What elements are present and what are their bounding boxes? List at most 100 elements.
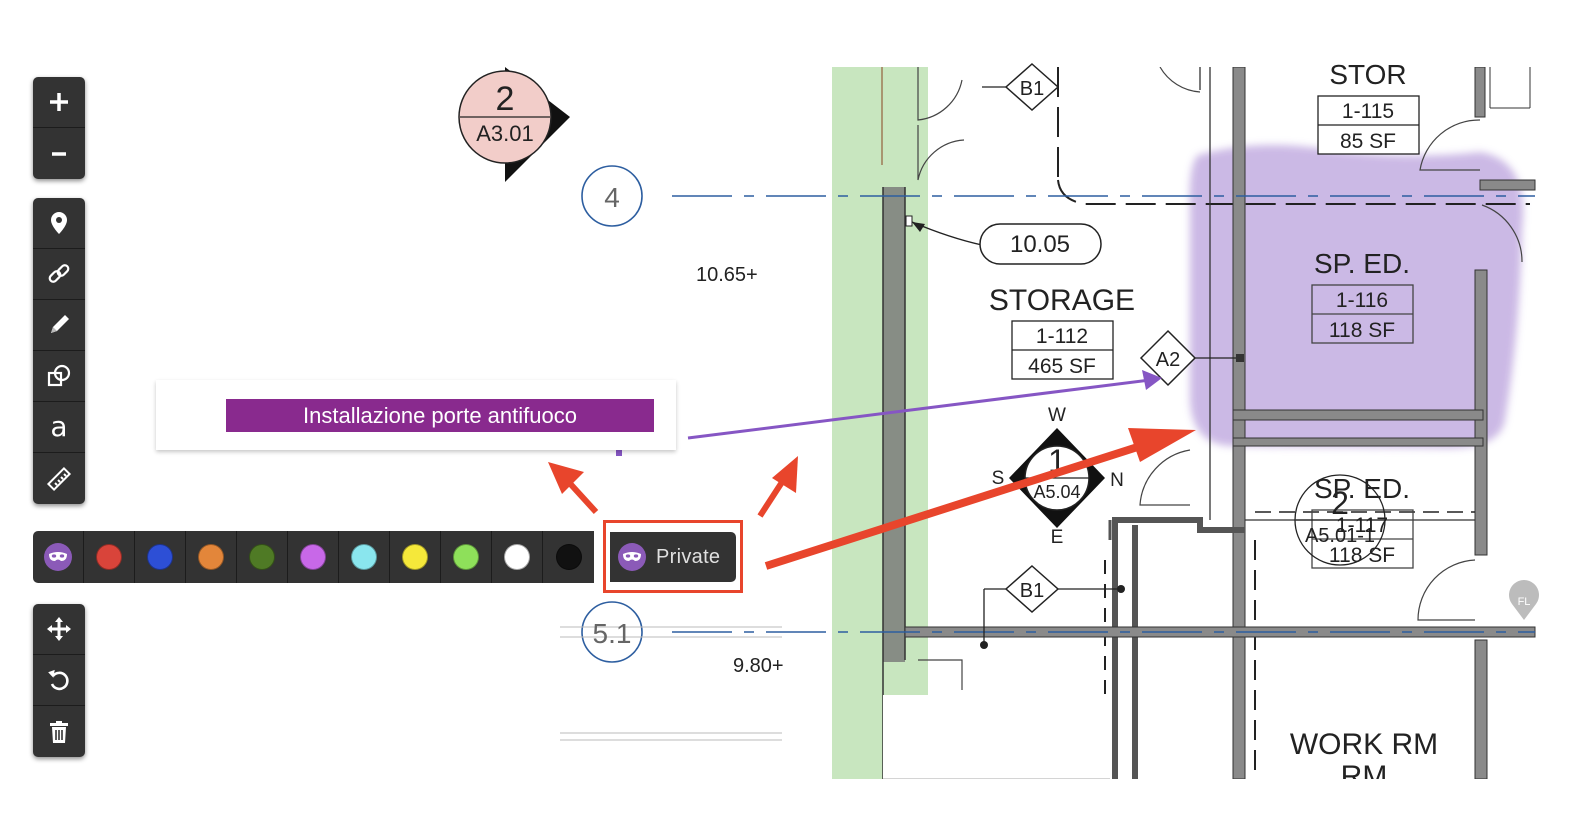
text-tool-button[interactable]: a: [33, 402, 85, 453]
pin-tool-button[interactable]: [33, 198, 85, 249]
action-toolbar: [33, 604, 85, 757]
svg-text:118 SF: 118 SF: [1329, 544, 1395, 567]
annotation-note[interactable]: Installazione porte antifuoco: [156, 380, 676, 450]
svg-text:WORK RM: WORK RM: [1290, 728, 1438, 761]
shapes-icon: [47, 364, 71, 387]
svg-text:RM: RM: [1341, 760, 1388, 793]
color-swatch-white[interactable]: [492, 531, 543, 583]
move-icon: [47, 617, 71, 641]
color-swatch-cyan[interactable]: [339, 531, 390, 583]
zoom-in-icon: [50, 93, 68, 111]
svg-text:85 SF: 85 SF: [1340, 130, 1396, 153]
private-label: Private: [656, 545, 721, 568]
svg-text:N: N: [1110, 470, 1124, 491]
color-swatch-black[interactable]: [543, 531, 594, 583]
swatch: [351, 544, 377, 570]
text-tool-icon: a: [50, 410, 68, 443]
move-tool-button[interactable]: [33, 604, 85, 655]
door-tag-b1-bottom: B1: [980, 564, 1125, 649]
link-tool-button[interactable]: [33, 249, 85, 300]
link-icon: [48, 264, 70, 283]
shapes-tool-button[interactable]: [33, 351, 85, 402]
svg-text:A5.01-1: A5.01-1: [1305, 525, 1375, 547]
mask-icon: [618, 543, 646, 571]
zoom-in-button[interactable]: [33, 77, 85, 128]
svg-text:2: 2: [496, 80, 515, 118]
fl-location-badge[interactable]: FL: [1509, 580, 1540, 620]
svg-text:1-116: 1-116: [1336, 289, 1388, 312]
svg-text:B1: B1: [1020, 580, 1044, 602]
swatch: [147, 544, 173, 570]
svg-text:E: E: [1051, 527, 1064, 548]
swatch: [453, 544, 479, 570]
note-pointer-line: [616, 370, 1162, 456]
svg-text:FL: FL: [1518, 596, 1531, 608]
red-arrow-long: [764, 428, 1196, 570]
svg-text:A5.04: A5.04: [1033, 482, 1080, 502]
undo-button[interactable]: [33, 655, 85, 706]
room-label-sp-ed-117: SP. ED. 1-117 118 SF: [1311, 473, 1414, 569]
svg-text:W: W: [1048, 405, 1066, 426]
visibility-toggle-button[interactable]: [33, 531, 84, 583]
drawing-toolbar: a: [33, 198, 85, 504]
ruler-icon: [46, 466, 72, 491]
color-swatch-blue[interactable]: [135, 531, 186, 583]
color-swatch-violet[interactable]: [288, 531, 339, 583]
color-swatch-red[interactable]: [84, 531, 135, 583]
swatch: [96, 544, 122, 570]
compass-marker: 1 A5.04 W E S N: [992, 405, 1124, 548]
color-swatch-light-green[interactable]: [441, 531, 492, 583]
pin-icon: [51, 212, 67, 234]
svg-text:1-115: 1-115: [1342, 100, 1394, 123]
door-tag-b1-top: B1: [982, 62, 1060, 112]
elevation-tag-10-05: 10.05: [905, 215, 1102, 265]
private-visibility-button[interactable]: Private: [610, 532, 736, 582]
room-label-stor: STOR 1-115 85 SF: [1317, 59, 1420, 155]
plan-area: [830, 67, 1540, 779]
color-swatch-yellow[interactable]: [390, 531, 441, 583]
mask-icon: [44, 543, 72, 571]
trash-icon: [50, 720, 68, 743]
color-swatch-dark-green[interactable]: [237, 531, 288, 583]
undo-icon: [48, 669, 69, 691]
zoom-out-icon: [52, 151, 66, 156]
red-arrow-right: [757, 456, 798, 518]
svg-text:SP. ED.: SP. ED.: [1314, 248, 1410, 279]
delete-button[interactable]: [33, 706, 85, 757]
zoom-toolbar: [33, 77, 85, 179]
color-palette-bar: [33, 531, 594, 583]
room-highlight: [1189, 145, 1524, 449]
svg-text:A2: A2: [1156, 349, 1180, 371]
grid-bubble-4: 4: [604, 182, 620, 213]
swatch: [555, 544, 582, 570]
swatch: [504, 544, 530, 570]
room-label-sp-ed-116: SP. ED. 1-116 118 SF: [1311, 248, 1414, 344]
swatch: [300, 544, 326, 570]
door-tag-a2: A2: [1139, 329, 1244, 387]
svg-text:STOR: STOR: [1329, 59, 1406, 90]
svg-text:B1: B1: [1020, 78, 1044, 100]
grid-bubble-5-1: 5.1: [593, 618, 632, 649]
svg-text:SP. ED.: SP. ED.: [1314, 473, 1410, 504]
elevation-label-top: 10.65+: [696, 264, 758, 286]
annotation-label[interactable]: Installazione porte antifuoco: [226, 399, 654, 432]
ruler-tool-button[interactable]: [33, 453, 85, 504]
svg-text:10.05: 10.05: [1010, 231, 1070, 258]
elevation-label-bottom: 9.80+: [733, 655, 784, 677]
svg-text:118 SF: 118 SF: [1329, 319, 1395, 342]
section-marker-2: 2 A5.01-1: [1294, 474, 1386, 566]
room-label-work-rm: WORK RM RM: [1290, 728, 1438, 793]
section-marker: 2 A3.01: [458, 67, 570, 182]
svg-text:A3.01: A3.01: [476, 121, 534, 146]
svg-text:465 SF: 465 SF: [1028, 355, 1096, 378]
svg-text:STORAGE: STORAGE: [989, 284, 1135, 317]
pencil-tool-button[interactable]: [33, 300, 85, 351]
swatch: [402, 544, 428, 570]
zoom-out-button[interactable]: [33, 128, 85, 179]
color-swatch-orange[interactable]: [186, 531, 237, 583]
svg-text:S: S: [992, 468, 1005, 489]
pencil-icon: [51, 315, 69, 333]
svg-text:2: 2: [1331, 485, 1349, 521]
swatch: [198, 544, 224, 570]
